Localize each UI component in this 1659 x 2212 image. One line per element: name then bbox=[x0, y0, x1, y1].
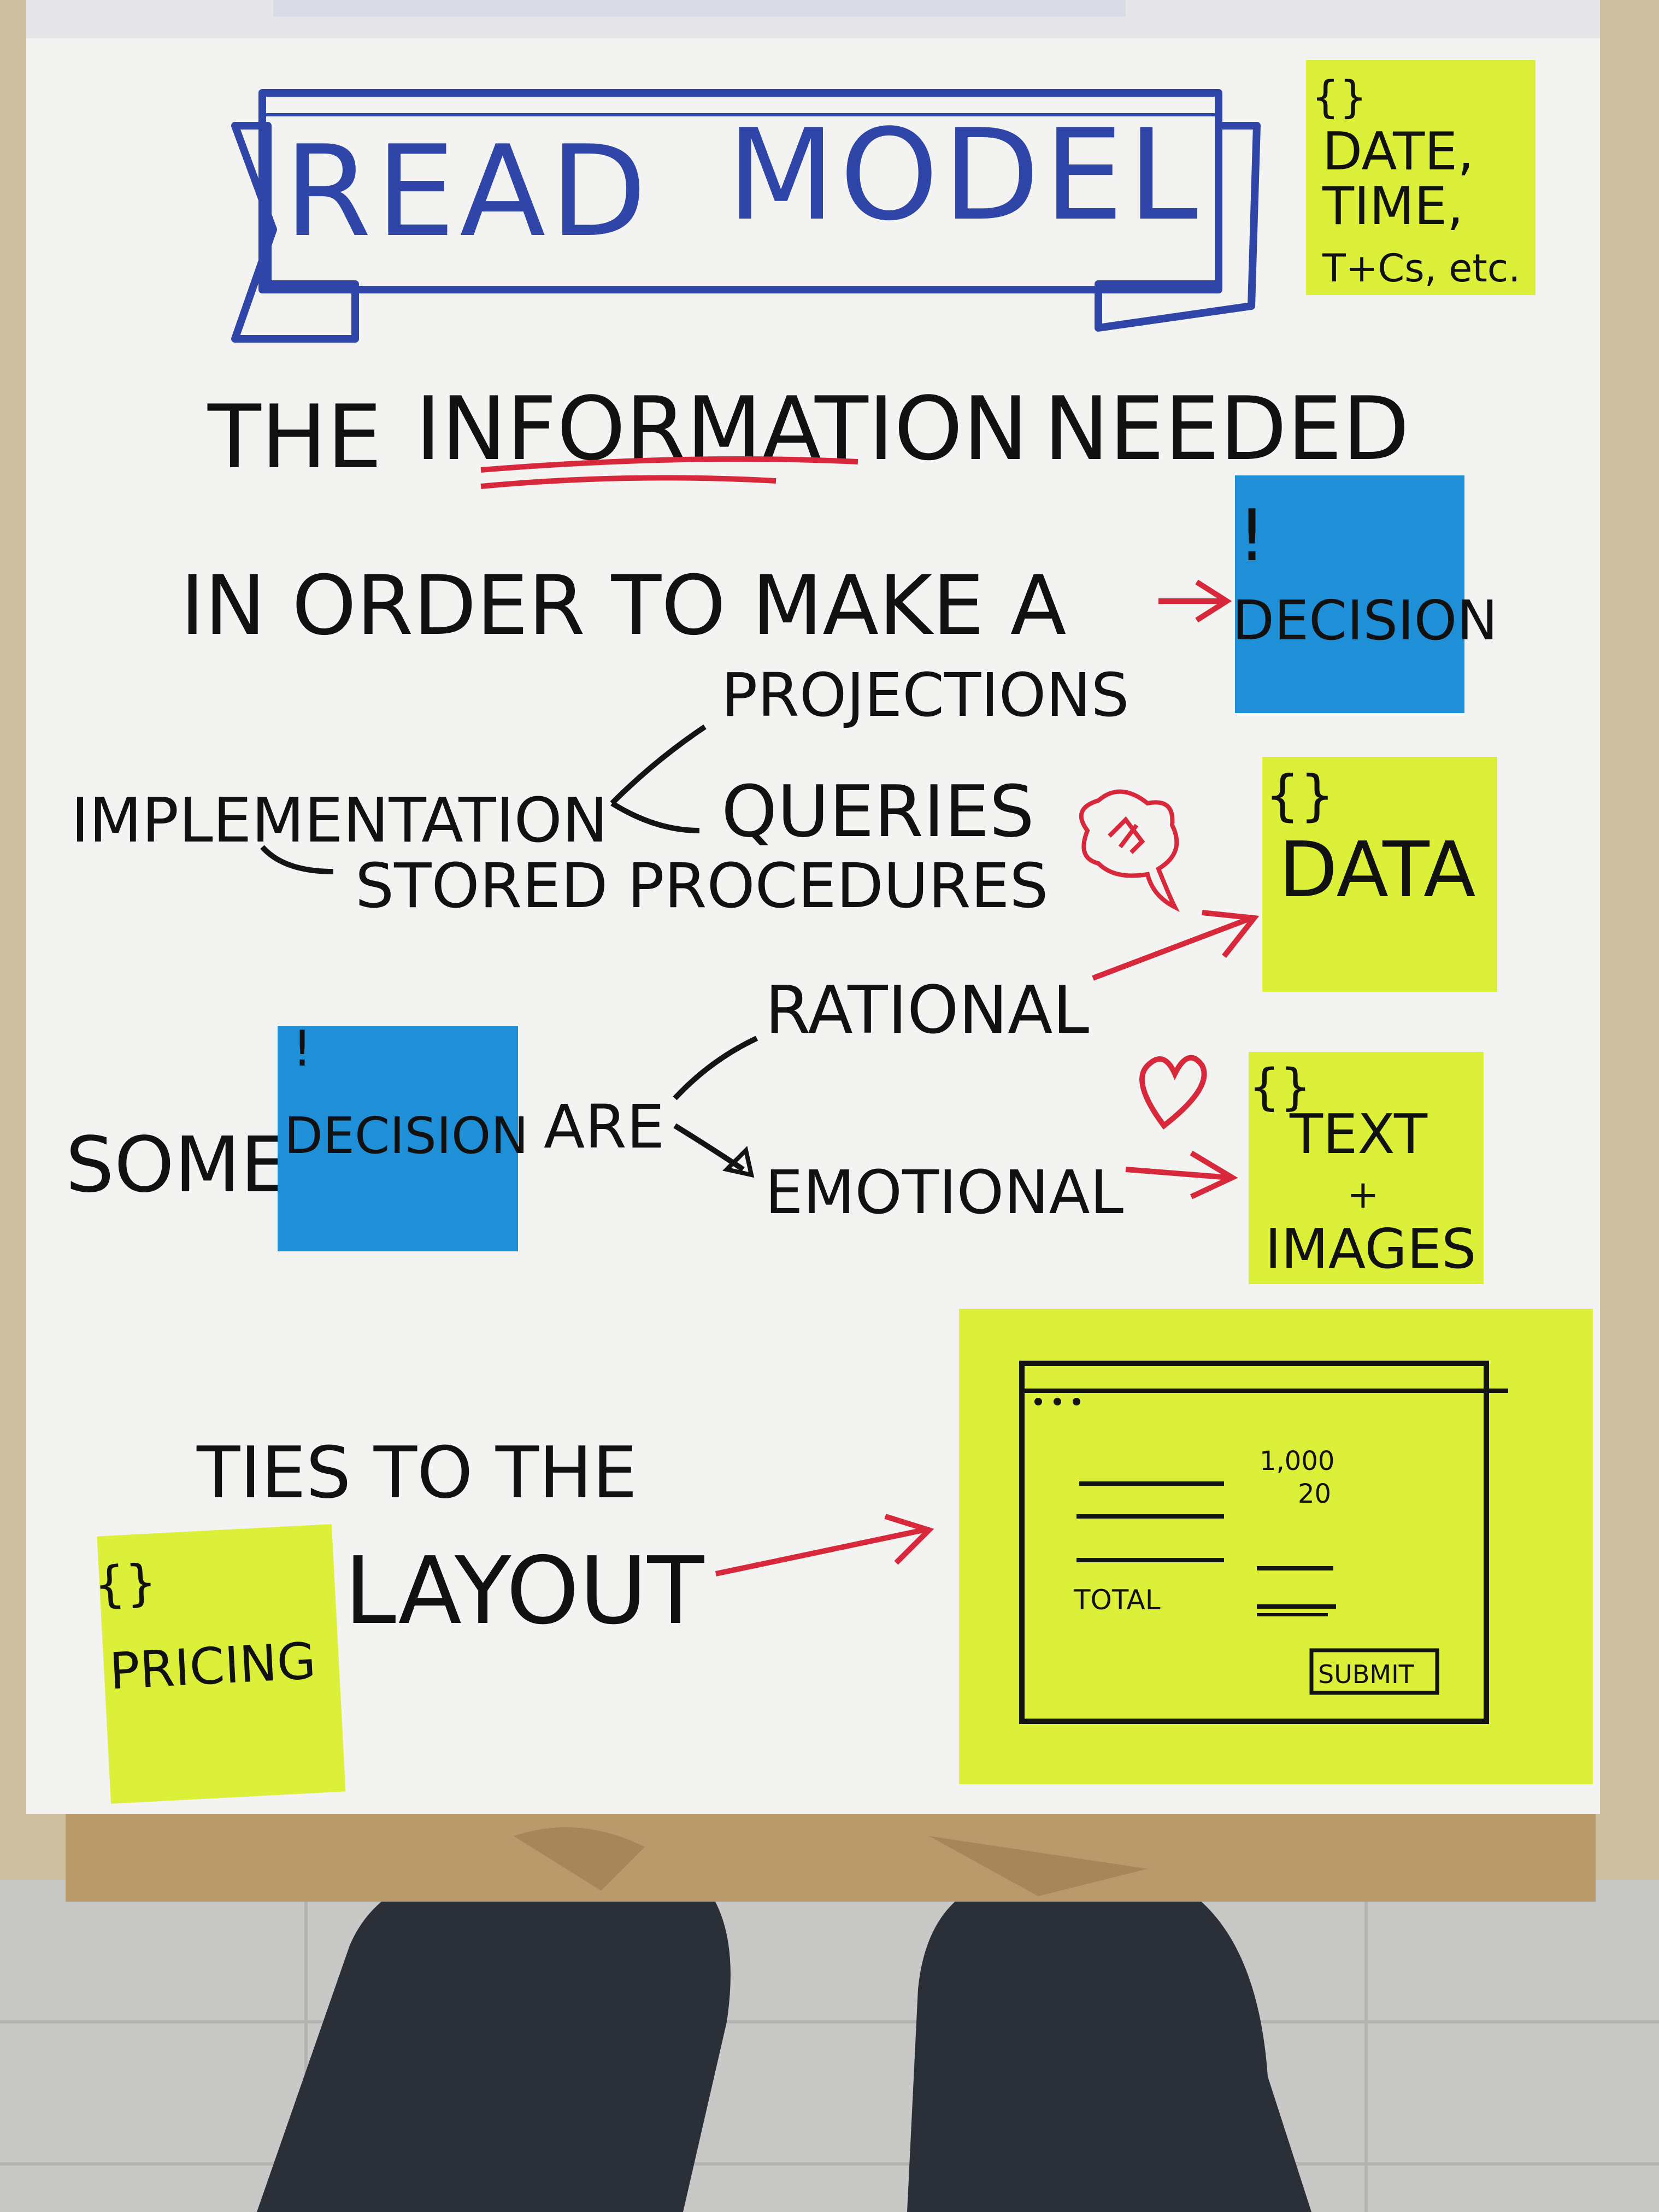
kind-rational: RATIONAL bbox=[765, 973, 1089, 1049]
branch-projections: PROJECTIONS bbox=[721, 660, 1129, 730]
decision-fork bbox=[673, 1036, 758, 1172]
ties-to-the-label: TIES TO THE bbox=[196, 1431, 637, 1514]
heart-icon bbox=[1139, 1055, 1207, 1130]
decision-sticky-note-top: ! DECISION bbox=[1232, 475, 1498, 713]
corner-note-line-1: DATE, bbox=[1322, 122, 1474, 182]
are-label: ARE bbox=[544, 1092, 664, 1162]
corner-sticky-note: {} DATE, TIME, T+Cs, etc. bbox=[1306, 60, 1536, 295]
curly-braces-icon: {} bbox=[92, 1554, 158, 1614]
headline-needed: NEEDED bbox=[1044, 378, 1409, 480]
wireframe-submit-label: SUBMIT bbox=[1318, 1660, 1415, 1689]
some-label: SOME bbox=[66, 1121, 289, 1210]
branch-stored-procedures: STORED PROCEDURES bbox=[355, 851, 1048, 922]
layout-label: LAYOUT bbox=[344, 1537, 704, 1645]
layout-arrow bbox=[715, 1514, 934, 1576]
wireframe-window bbox=[1019, 1361, 1489, 1724]
kind-emotional: EMOTIONAL bbox=[765, 1157, 1123, 1227]
emotional-arrow bbox=[1125, 1150, 1238, 1199]
text-images-line-1: TEXT bbox=[1289, 1102, 1428, 1166]
text-images-line-3: IMAGES bbox=[1265, 1217, 1476, 1281]
pricing-sticky-note: {} PRICING bbox=[92, 1524, 346, 1804]
pricing-label: PRICING bbox=[108, 1632, 317, 1701]
wireframe-value-1: 1,000 bbox=[1260, 1446, 1334, 1476]
left-leg bbox=[257, 1869, 731, 2212]
headline-information: INFORMATION bbox=[415, 378, 1028, 480]
wireframe-value-2: 20 bbox=[1298, 1479, 1331, 1509]
text-images-line-2: + bbox=[1347, 1172, 1379, 1217]
data-label: DATA bbox=[1279, 826, 1476, 915]
branch-queries: QUERIES bbox=[721, 770, 1034, 853]
banner-title-model: MODEL bbox=[727, 103, 1202, 249]
wireframe-submit-button bbox=[1309, 1648, 1439, 1695]
corner-note-line-3: T+Cs, etc. bbox=[1322, 246, 1521, 291]
headline-in-order-to-make-a: IN ORDER TO MAKE A bbox=[180, 558, 1066, 654]
data-sticky-note: {} DATA bbox=[1262, 757, 1497, 992]
exclamation-icon: ! bbox=[292, 1020, 312, 1078]
title-banner bbox=[231, 89, 1261, 343]
corner-note-line-2: TIME, bbox=[1322, 177, 1463, 237]
implementation-label: IMPLEMENTATION bbox=[71, 785, 608, 856]
text-images-sticky-note: {} TEXT + IMAGES bbox=[1249, 1052, 1484, 1284]
headline-the: THE bbox=[207, 386, 382, 488]
decision-label-middle: DECISION bbox=[284, 1107, 528, 1165]
curly-braces-icon: {} bbox=[1311, 72, 1367, 122]
wireframe-total-label: TOTAL bbox=[1073, 1584, 1161, 1616]
exclamation-icon: ! bbox=[1238, 494, 1266, 577]
right-leg bbox=[907, 1874, 1311, 2212]
banner-title-read: READ bbox=[284, 119, 651, 265]
curly-braces-icon: {} bbox=[1249, 1058, 1311, 1116]
decision-arrow bbox=[1158, 579, 1232, 623]
brain-doodle-icon bbox=[1079, 789, 1180, 912]
implementation-stored-branch bbox=[260, 845, 334, 874]
floor-tiles bbox=[0, 1880, 1659, 2212]
curly-braces-icon: {} bbox=[1265, 763, 1334, 827]
decision-label-top: DECISION bbox=[1232, 589, 1498, 652]
rational-arrow bbox=[1092, 910, 1260, 981]
decision-sticky-note-middle: ! DECISION bbox=[278, 1020, 528, 1251]
wireframe-sticky-note: 1,000 20 TOTAL SUBMIT bbox=[959, 1309, 1593, 1784]
information-underline bbox=[480, 456, 858, 489]
implementation-fork bbox=[610, 724, 707, 833]
